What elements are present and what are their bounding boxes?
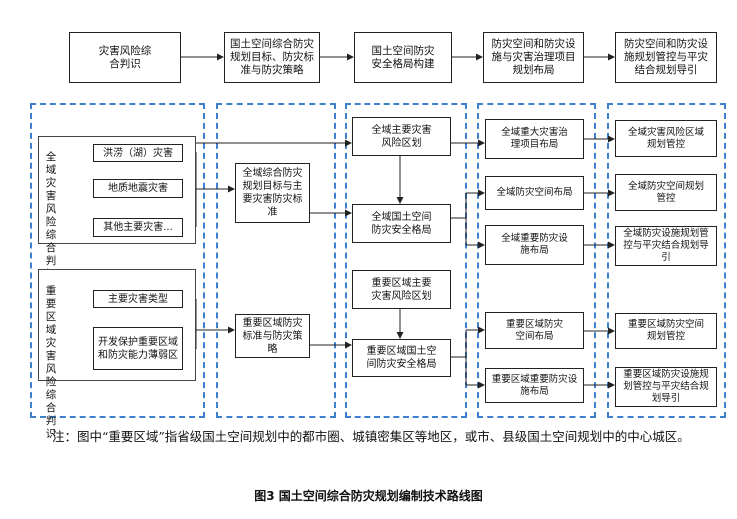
key-area-facility-layout: 重要区域重要防灾设施布局 — [485, 368, 584, 403]
figure-note: 注：图中“重要区域”指省级国土空间规划中的都市圈、城镇密集区等地区，或市、县级国… — [52, 429, 690, 444]
header-step-5: 防灾空间和防灾设施规划管控与平灾结合规划导引 — [615, 32, 717, 83]
key-protection-area: 开发保护重要区域和防灾能力薄弱区 — [93, 327, 183, 370]
overall-disaster-space: 全域防灾空间布局 — [485, 176, 584, 210]
hazard-flood: 洪涝（湖）灾害 — [93, 144, 183, 162]
header-step-3: 国土空间防灾安全格局构建 — [354, 32, 452, 83]
key-area-disaster-space: 重要区域防灾空间布局 — [485, 312, 584, 349]
group2-label: 重要区域灾害风险综合判识 — [45, 285, 57, 440]
overall-facility-guide: 全域防灾设施规划管控与平灾结合规划导引 — [615, 226, 717, 266]
column-frame-5 — [607, 103, 726, 418]
header-step-4: 防灾空间和防灾设施与灾害治理项目规划布局 — [483, 32, 584, 83]
hazard-other: 其他主要灾害... — [93, 218, 183, 237]
key-area-facility-guide: 重要区域防灾设施规划管控与平灾结合规划导引 — [615, 367, 717, 407]
overall-treatment-projects: 全域重大灾害治理项目布局 — [485, 119, 584, 159]
overall-space-control: 全域防灾空间规划管控 — [615, 174, 717, 211]
overall-target-standard: 全域综合防灾规划目标与主要灾害防灾标准 — [235, 163, 310, 223]
overall-security-layout: 全域国土空间防灾安全格局 — [352, 204, 451, 243]
overall-risk-control: 全域灾害风险区域规划管控 — [615, 120, 717, 157]
key-area-risk-zoning: 重要区域主要灾害风险区划 — [352, 270, 451, 309]
key-area-standard: 重要区域防灾标准与防灾策略 — [235, 314, 310, 358]
column-frame-2 — [216, 103, 336, 418]
header-step-1: 灾害风险综合判识 — [69, 32, 181, 83]
column-frame-4 — [477, 103, 596, 418]
column-frame-1 — [30, 103, 205, 418]
overall-facility-layout: 全域重要防灾设施布局 — [485, 225, 584, 265]
main-hazard-types: 主要灾害类型 — [93, 290, 183, 308]
group1-label: 全域灾害风险综合判识 — [45, 151, 57, 280]
header-step-2: 国土空间综合防灾规划目标、防灾标准与防灾策略 — [224, 32, 320, 83]
column-frame-3 — [345, 103, 467, 418]
overall-risk-zoning: 全域主要灾害风险区划 — [352, 117, 451, 156]
hazard-geology: 地质地震灾害 — [93, 179, 183, 198]
figure-caption: 图3 国土空间综合防灾规划编制技术路线图 — [254, 489, 483, 503]
key-area-space-control: 重要区域防灾空间规划管控 — [615, 313, 717, 349]
key-area-security-layout: 重要区域国土空间防灾安全格局 — [352, 339, 451, 377]
